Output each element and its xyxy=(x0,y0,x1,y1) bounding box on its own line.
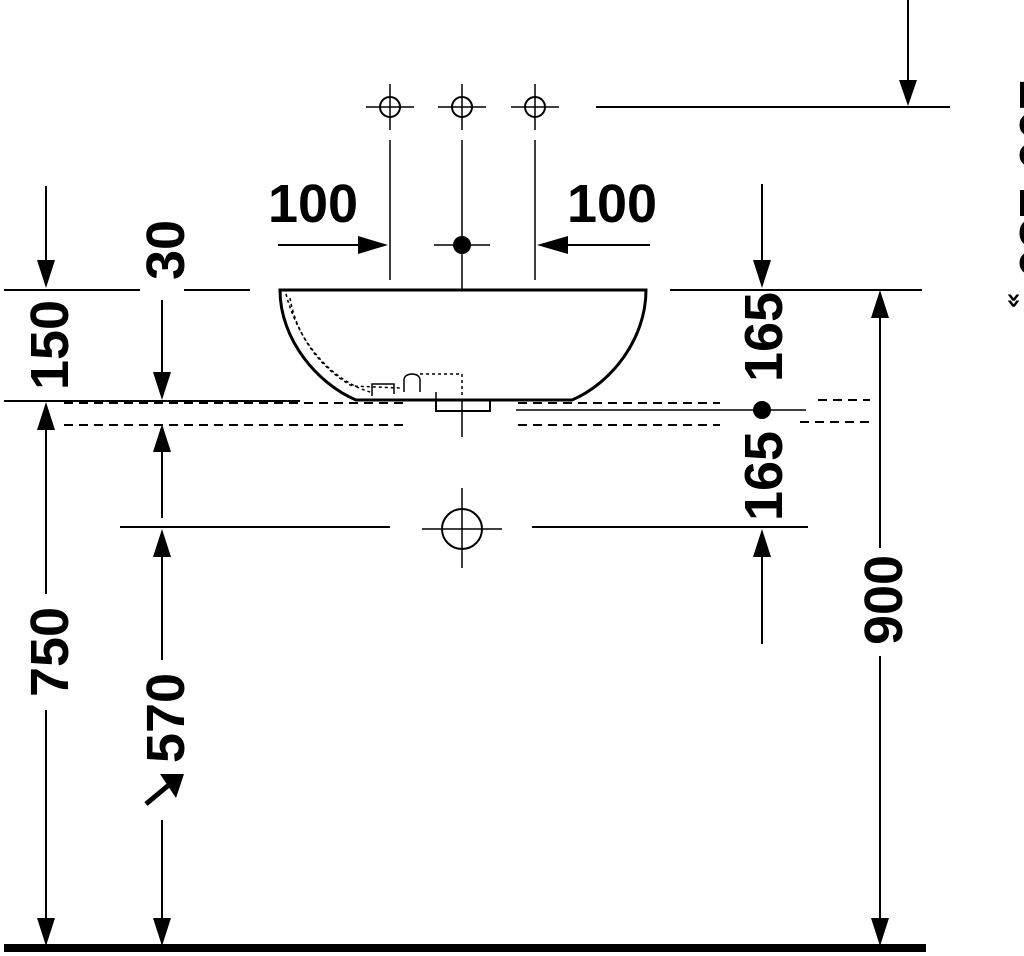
tap-spacing-left-label: 100 xyxy=(268,174,358,234)
tap-spacing-right-label: 100 xyxy=(567,174,657,234)
counter-height-dimension xyxy=(37,710,55,946)
outlet-upper-label: 165 xyxy=(734,292,794,382)
tap-center-point xyxy=(434,236,490,254)
washbasin-bowl xyxy=(278,288,648,412)
tap-hole-center xyxy=(438,84,486,130)
tap-spacing-dimension-left xyxy=(278,236,388,254)
tap-height-dimension xyxy=(899,0,917,106)
tap-hole-right xyxy=(511,84,559,130)
waste-height-pointer-icon xyxy=(144,774,184,806)
tap-height-range-label: 200-250 xyxy=(1008,80,1024,278)
waste-height-dimension xyxy=(153,529,171,946)
waste-height-label: 570 xyxy=(136,673,196,763)
waste-outlet xyxy=(422,488,502,568)
outlet-lower-label: 165 xyxy=(734,431,794,521)
tap-hole-left xyxy=(366,84,414,130)
rim-thickness-dimension xyxy=(153,300,171,518)
outlet-upper-dimension xyxy=(753,184,771,288)
total-height-label: 900 xyxy=(854,555,914,645)
basin-height-label: 150 xyxy=(20,300,80,390)
countertop-outline xyxy=(4,399,870,426)
tap-spacing-dimension-right xyxy=(537,236,650,254)
outlet-reference-point xyxy=(516,401,806,419)
range-marker-icon: » xyxy=(999,292,1024,309)
basin-height-dimension xyxy=(37,186,55,594)
outlet-lower-dimension xyxy=(753,529,771,644)
counter-height-label: 750 xyxy=(20,607,80,697)
total-height-dimension xyxy=(871,290,889,946)
rim-thickness-label: 30 xyxy=(136,220,196,280)
